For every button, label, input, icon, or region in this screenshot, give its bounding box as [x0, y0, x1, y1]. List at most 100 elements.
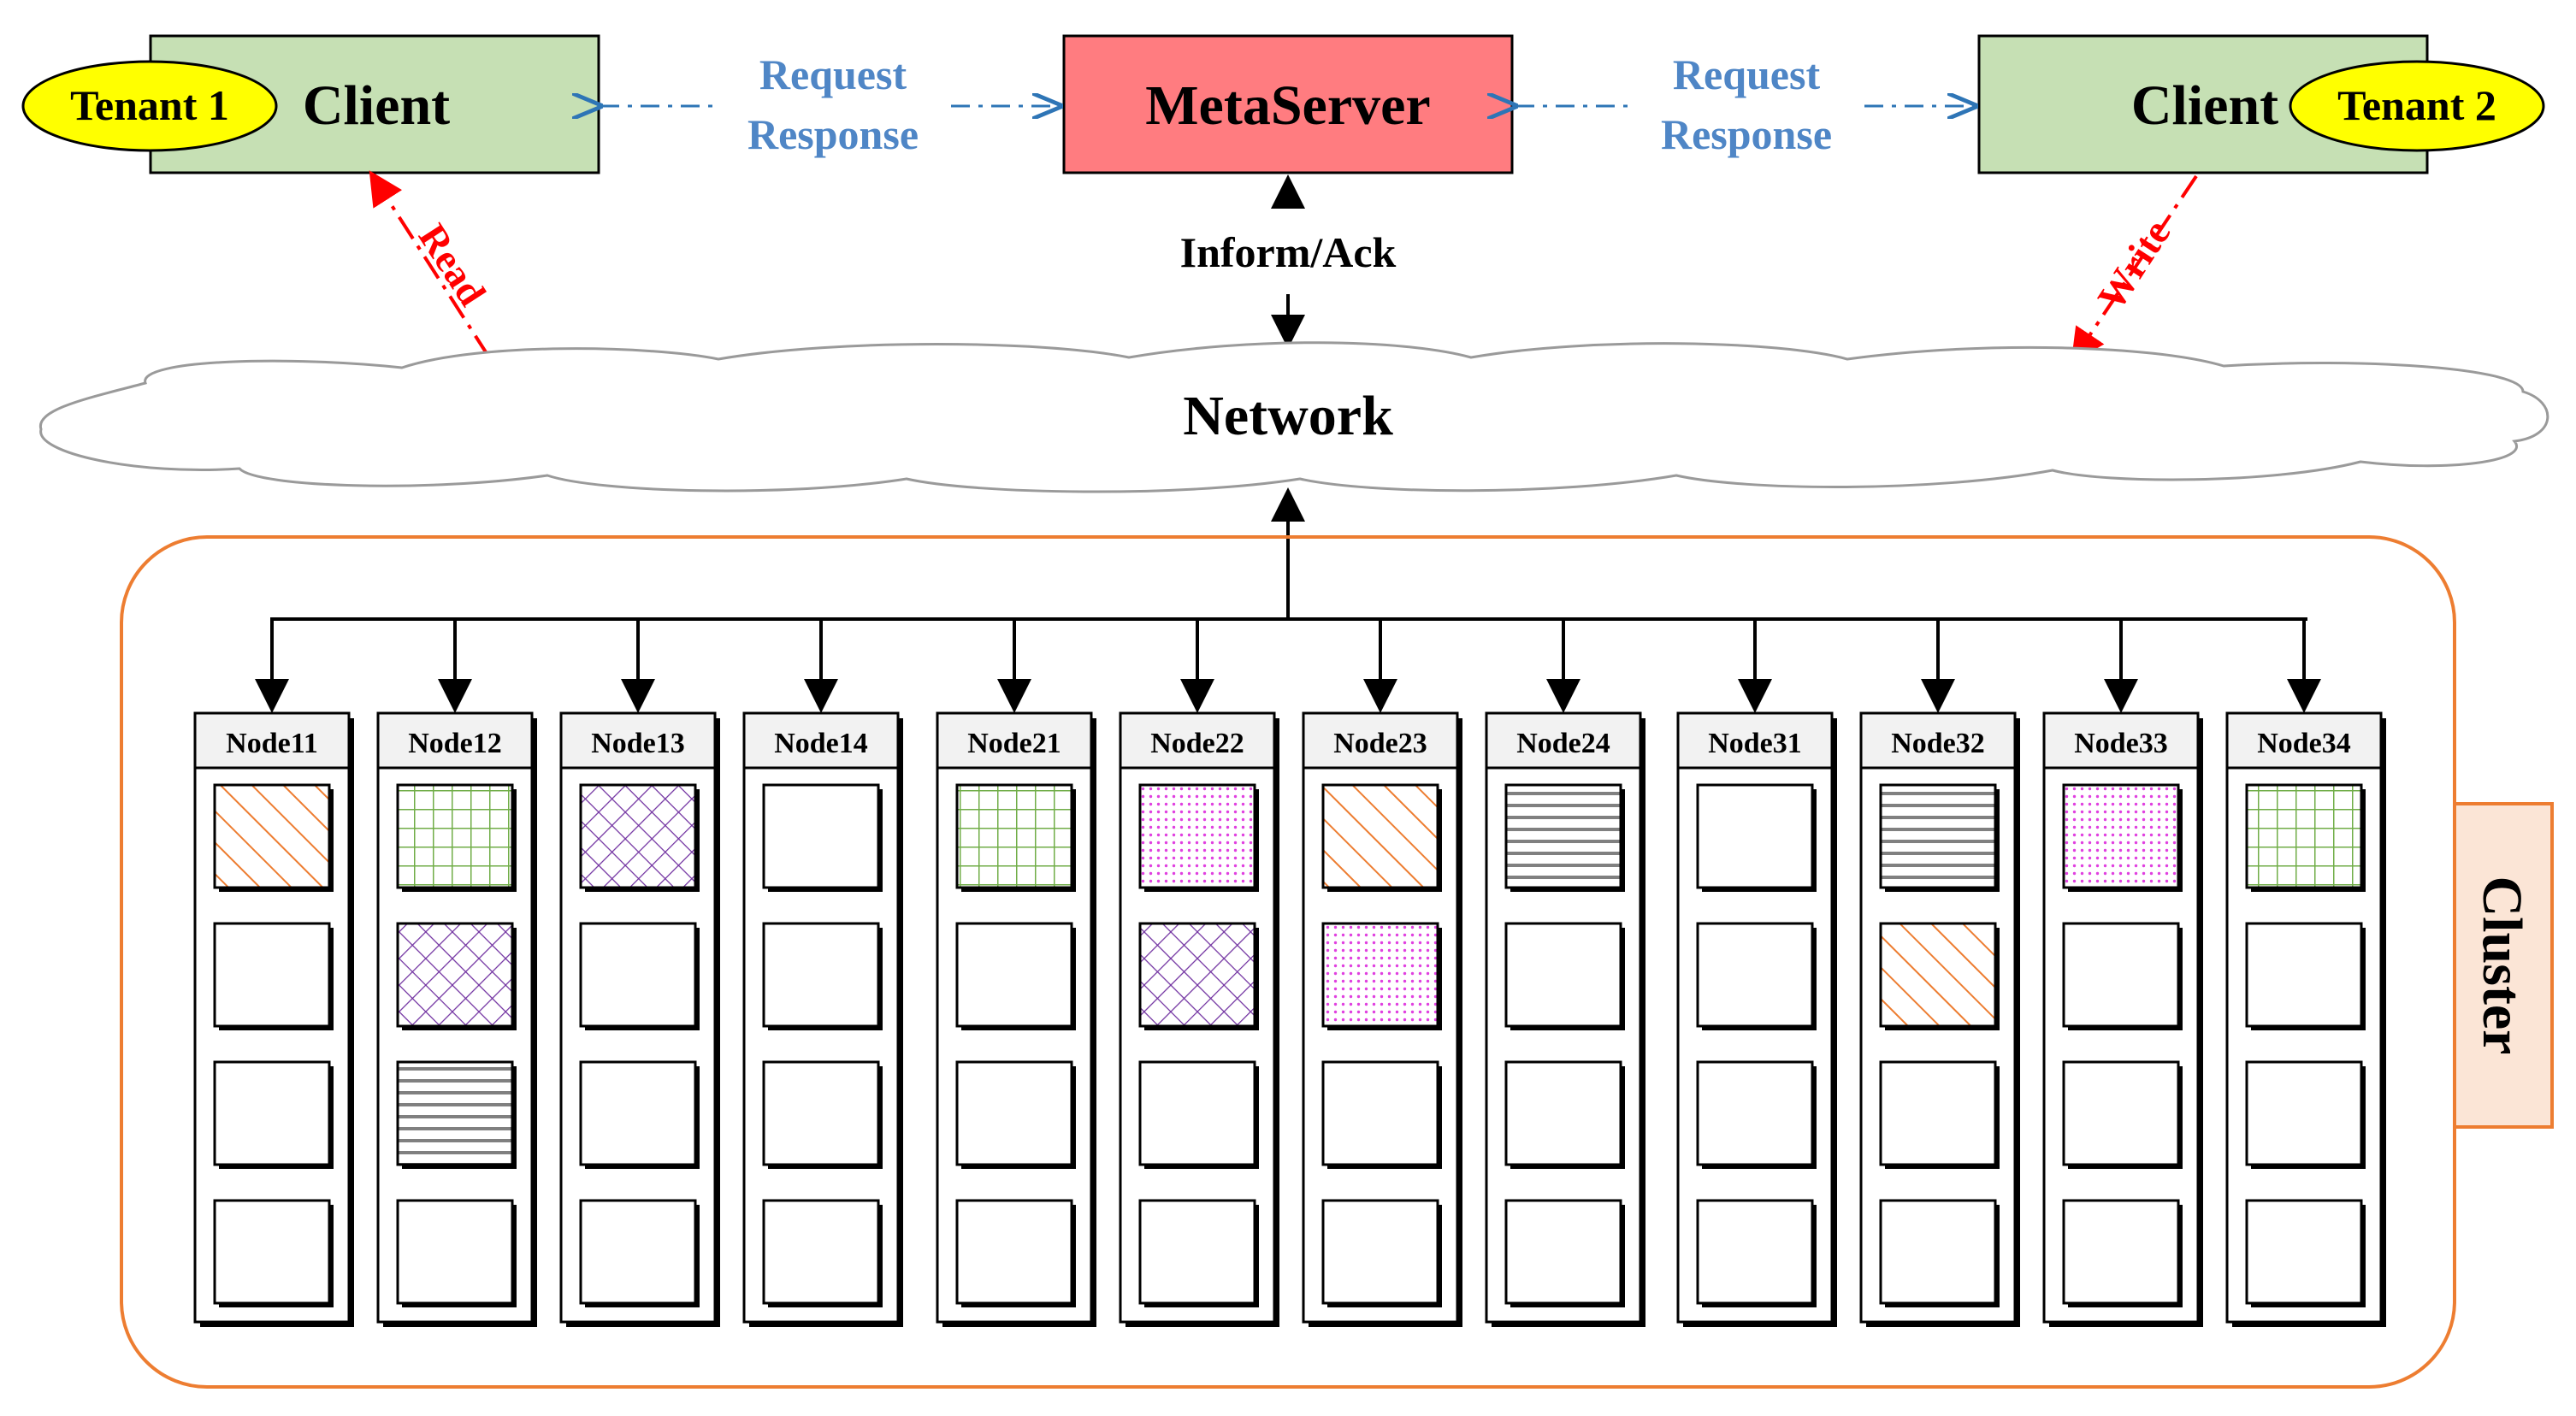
data-block-empty: [1504, 1060, 1622, 1166]
node-node11: Node11: [193, 711, 354, 1327]
data-block-empty: [1504, 1199, 1622, 1305]
node-header: [2042, 711, 2200, 770]
right-request-label: Request: [1673, 50, 1821, 98]
node-node13: Node13: [559, 711, 720, 1327]
tenant-2-badge: Tenant 2: [2289, 60, 2545, 152]
left-request-label: Request: [759, 50, 907, 98]
node-header: [1676, 711, 1834, 770]
node-header: [376, 711, 534, 770]
left-client-label: Client: [303, 74, 450, 137]
data-block-empty: [396, 1199, 514, 1305]
data-block-grid: [396, 783, 514, 889]
data-block-empty: [579, 1199, 697, 1305]
node-node31: Node31: [1676, 711, 1837, 1327]
node-node14: Node14: [742, 711, 903, 1327]
data-block-grid: [2245, 783, 2363, 889]
node-label: Node31: [1708, 728, 1802, 759]
metaserver-label: MetaServer: [1145, 74, 1430, 137]
data-block-empty: [2245, 922, 2363, 1028]
node-label: Node21: [967, 728, 1061, 759]
data-block-empty: [1138, 1060, 1256, 1166]
data-block-dots: [1138, 783, 1256, 889]
data-block-lattice: [1138, 922, 1256, 1028]
network-cloud-shape: [39, 341, 2549, 493]
data-block-empty: [1879, 1199, 1997, 1305]
read-line: [369, 170, 491, 359]
node-node23: Node23: [1302, 711, 1462, 1327]
network-label: Network: [1183, 385, 1393, 447]
data-block-empty: [2245, 1199, 2363, 1305]
node-header: [1119, 711, 1276, 770]
data-block-empty: [2062, 1060, 2180, 1166]
node-node34: Node34: [2225, 711, 2386, 1327]
node-header: [936, 711, 1093, 770]
data-block-empty: [1504, 922, 1622, 1028]
data-block-empty: [955, 1060, 1073, 1166]
data-block-empty: [955, 922, 1073, 1028]
data-block-empty: [1696, 922, 1814, 1028]
data-block-empty: [1696, 783, 1814, 889]
data-block-empty: [2062, 922, 2180, 1028]
node-header: [1859, 711, 2017, 770]
inform-ack-label: Inform/Ack: [1180, 228, 1397, 276]
data-block-dots: [2062, 783, 2180, 889]
data-block-dots: [1321, 922, 1439, 1028]
node-header: [193, 711, 351, 770]
inform-ack-link: Inform/Ack: [1180, 174, 1397, 349]
node-label: Node34: [2257, 728, 2351, 759]
read-label: Read: [411, 216, 495, 314]
data-block-stripes: [396, 1060, 514, 1166]
right-response-label: Response: [1661, 110, 1832, 158]
data-block-grid: [955, 783, 1073, 889]
data-block-empty: [213, 1060, 331, 1166]
data-block-stripes: [1504, 783, 1622, 889]
data-block-empty: [1696, 1060, 1814, 1166]
left-request-response-link: Request Response: [600, 50, 1061, 158]
node-node12: Node12: [376, 711, 537, 1327]
write-label: Write: [2089, 212, 2179, 317]
cluster-nodes: Node11 Node12 Node13 Node14 Node21 Node22 Node…: [193, 711, 2386, 1327]
node-label: Node12: [408, 728, 502, 759]
node-label: Node24: [1516, 728, 1610, 759]
node-label: Node14: [774, 728, 868, 759]
tenant-1-badge: Tenant 1: [21, 60, 278, 152]
data-block-empty: [1138, 1199, 1256, 1305]
node-header: [1485, 711, 1642, 770]
right-client: Client: [1977, 34, 2429, 174]
node-header: [2225, 711, 2383, 770]
data-block-empty: [213, 922, 331, 1028]
node-label: Node11: [226, 728, 318, 759]
left-response-label: Response: [747, 110, 919, 158]
node-label: Node23: [1333, 728, 1427, 759]
node-label: Node13: [591, 728, 685, 759]
data-block-empty: [762, 1060, 880, 1166]
node-label: Node22: [1150, 728, 1244, 759]
data-block-empty: [1321, 1060, 1439, 1166]
node-node24: Node24: [1485, 711, 1645, 1327]
node-node32: Node32: [1859, 711, 2020, 1327]
network-cloud: Network: [39, 341, 2549, 493]
data-block-diagonal: [1321, 783, 1439, 889]
bus-drops: [255, 619, 2321, 713]
tenant-1-ellipse: [21, 60, 278, 152]
metaserver: MetaServer: [1062, 34, 1514, 174]
node-label: Node32: [1891, 728, 1985, 759]
right-client-label: Client: [2131, 74, 2278, 137]
right-request-response-link: Request Response: [1515, 50, 1976, 158]
data-block-diagonal: [1879, 922, 1997, 1028]
write-link: Write: [2071, 174, 2198, 363]
data-block-empty: [1321, 1199, 1439, 1305]
node-header: [559, 711, 717, 770]
node-header: [742, 711, 900, 770]
node-node33: Node33: [2042, 711, 2203, 1327]
tenant-1-label: Tenant 1: [70, 81, 229, 129]
tenant-2-ellipse: [2289, 60, 2545, 152]
data-block-empty: [2245, 1060, 2363, 1166]
cluster-label-tab: [2453, 802, 2554, 1129]
cluster-bus: [255, 487, 2321, 713]
data-block-empty: [955, 1199, 1073, 1305]
node-header: [1302, 711, 1459, 770]
node-node21: Node21: [936, 711, 1096, 1327]
